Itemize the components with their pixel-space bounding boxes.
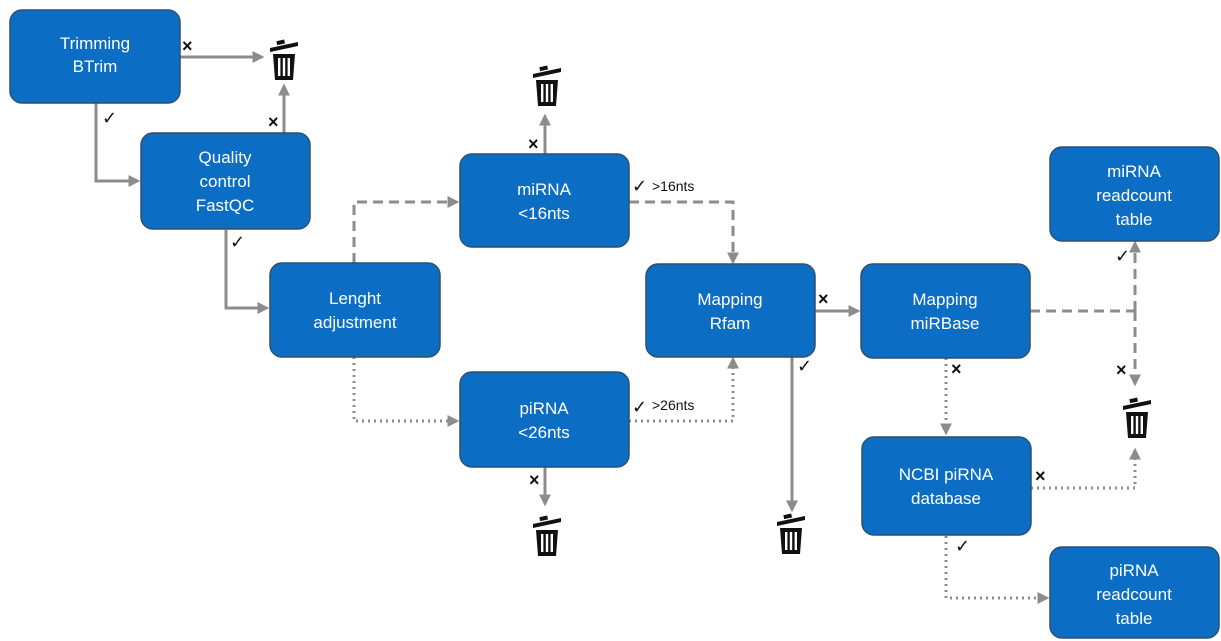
mirna-pass-label: >16nts <box>652 178 694 194</box>
node-rfam-line-1: Mapping <box>697 290 762 309</box>
node-mapping-mirbase: Mapping miRBase <box>860 263 1031 359</box>
cross-icon: × <box>951 359 962 379</box>
trash-icon <box>1123 397 1151 438</box>
edge-ncbi-to-trash <box>1031 447 1141 490</box>
node-pirna: piRNA <26nts <box>459 371 630 468</box>
node-mirbase-line-1: Mapping <box>912 290 977 309</box>
node-length-line-2: adjustment <box>313 313 396 332</box>
edge-trimming-to-quality <box>94 103 141 187</box>
node-mirbase-line-2: miRBase <box>911 314 980 333</box>
edge-length-to-mirna <box>352 196 460 263</box>
node-pirna-table-line-3: table <box>1116 609 1153 628</box>
check-icon: ✓ <box>1115 246 1130 266</box>
edges <box>94 51 1141 604</box>
cross-icon: × <box>1035 466 1046 486</box>
node-mirna: miRNA <16nts <box>459 153 630 248</box>
trash-icon <box>777 513 805 554</box>
cross-icon: × <box>818 289 829 309</box>
node-mirna-table-line-1: miRNA <box>1107 162 1161 181</box>
node-mirna-line-1: miRNA <box>517 180 571 199</box>
node-ncbi-line-1: NCBI piRNA <box>899 465 994 484</box>
node-pirna-table-line-1: piRNA <box>1109 561 1159 580</box>
node-trimming-line-2: BTrim <box>73 57 118 76</box>
check-icon: ✓ <box>632 397 647 417</box>
check-icon: ✓ <box>797 356 812 376</box>
node-length-line-1: Lenght <box>329 289 381 308</box>
node-pirna-table-line-2: readcount <box>1096 585 1172 604</box>
node-mirna-readcount-table: miRNA readcount table <box>1049 146 1220 242</box>
cross-icon: × <box>529 470 540 490</box>
node-ncbi-pirna-database: NCBI piRNA database <box>861 436 1032 536</box>
node-mirna-line-2: <16nts <box>518 204 570 223</box>
node-mirna-table-line-2: readcount <box>1096 186 1172 205</box>
node-trimming: Trimming BTrim <box>9 9 181 104</box>
check-icon: ✓ <box>955 536 970 556</box>
node-rfam-line-2: Rfam <box>710 314 751 333</box>
node-quality-line-3: FastQC <box>196 196 255 215</box>
edge-marks: × ✓ × ✓ × ✓ >16nts ✓ >26nts × ✓ × ✓ × × … <box>102 36 1130 556</box>
edge-mirna-to-rfam <box>629 200 739 265</box>
node-quality-control: Quality control FastQC <box>140 132 311 230</box>
edge-ncbi-to-pirna-table <box>944 536 1050 604</box>
node-quality-line-2: control <box>199 172 250 191</box>
trash-icon <box>533 65 561 106</box>
check-icon: ✓ <box>230 232 245 252</box>
trash-icon <box>533 515 561 556</box>
node-pirna-readcount-table: piRNA readcount table <box>1049 546 1220 639</box>
cross-icon: × <box>1116 360 1127 380</box>
node-ncbi-line-2: database <box>911 489 981 508</box>
trash-icon <box>270 39 298 80</box>
cross-icon: × <box>268 112 279 132</box>
node-pirna-line-2: <26nts <box>518 423 570 442</box>
cross-icon: × <box>528 134 539 154</box>
node-quality-line-1: Quality <box>199 148 252 167</box>
check-icon: ✓ <box>102 108 117 128</box>
edge-pirna-to-rfam <box>629 356 739 423</box>
node-mapping-rfam: Mapping Rfam <box>645 263 816 358</box>
node-mirna-table-line-3: table <box>1116 210 1153 229</box>
pirna-pass-label: >26nts <box>652 397 694 413</box>
node-trimming-line-1: Trimming <box>60 34 130 53</box>
edge-length-to-pirna <box>352 357 460 427</box>
node-pirna-line-1: piRNA <box>519 399 569 418</box>
node-length-adjustment: Lenght adjustment <box>269 262 441 358</box>
edge-quality-to-length <box>224 230 270 314</box>
cross-icon: × <box>182 36 193 56</box>
check-icon: ✓ <box>632 176 647 196</box>
